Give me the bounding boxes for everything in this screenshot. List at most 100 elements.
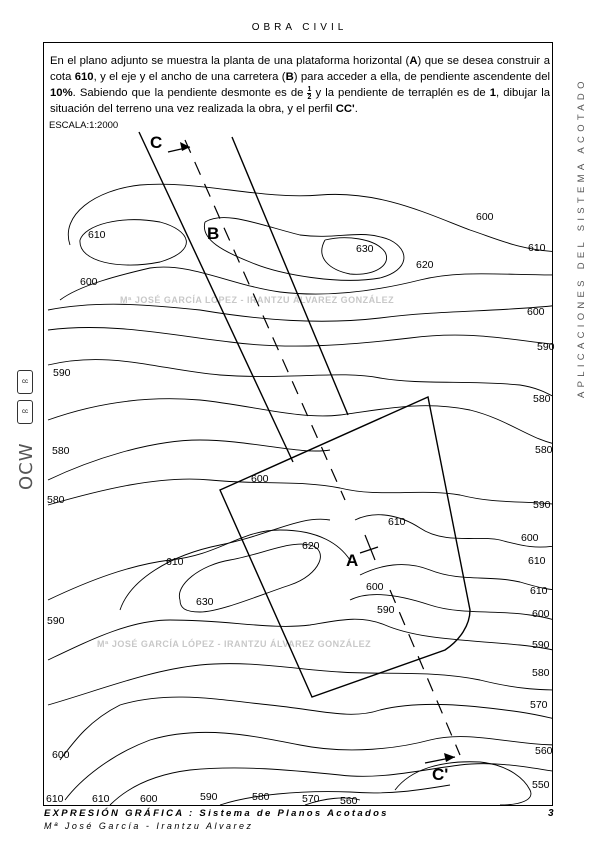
arrow-head-c: [180, 142, 190, 151]
contour-label: 590: [533, 499, 551, 511]
contour-line: [47, 618, 552, 661]
label-section-c: C: [150, 133, 162, 152]
label-section-c2: C': [432, 765, 448, 784]
contour-label: 590: [200, 791, 218, 803]
contour-label: 570: [302, 793, 320, 805]
contour-line: [47, 439, 331, 481]
contour-label: 610: [88, 229, 106, 241]
road-edge-left: [138, 131, 294, 463]
contour-label: 600: [366, 581, 384, 593]
contour-label: 600: [527, 306, 545, 318]
ocw-badge: cc cc OCW: [14, 370, 37, 490]
contour-line: [354, 514, 552, 548]
contour-line: [64, 731, 552, 801]
statement-text: y la pendiente de terraplén es de: [311, 87, 490, 99]
contour-label: 580: [535, 444, 553, 456]
contour-label: 600: [532, 608, 550, 620]
statement-bold: 1: [489, 87, 497, 99]
contour-line: [321, 237, 387, 275]
contour-label: 590: [377, 604, 395, 616]
contour-line: [47, 359, 552, 397]
statement-text: , dibujar la situación del terreno una v…: [50, 87, 551, 115]
contour-label: 590: [532, 639, 550, 651]
contour-label: 610: [530, 585, 548, 597]
contour-label: 590: [47, 615, 65, 627]
problem-statement: En el plano adjunto se muestra la planta…: [50, 53, 550, 117]
statement-bold: 10%: [50, 87, 73, 99]
contour-label: 580: [532, 667, 550, 679]
contour-label: 620: [416, 259, 434, 271]
contour-labels: 600 610 630 620 610 600 600 590 590 580 …: [46, 211, 555, 807]
ocw-logo: OCW: [16, 442, 37, 490]
statement-bold: B: [285, 71, 294, 83]
contour-label: 620: [302, 540, 320, 552]
contour-label: 580: [47, 494, 65, 506]
contour-line: [203, 217, 405, 281]
contour-label: 600: [521, 532, 539, 544]
contour-line: [109, 763, 552, 805]
contour-line: [47, 478, 552, 506]
label-road-b: B: [207, 224, 219, 243]
contour-line: [59, 266, 552, 301]
label-platform-a: A: [346, 551, 358, 570]
contour-line: [79, 219, 187, 266]
contour-label: 590: [53, 367, 71, 379]
statement-text: . Sabiendo que la pendiente desmonte es …: [72, 87, 308, 99]
watermark-text: Mª JOSÉ GARCÍA LÓPEZ - IRANTZU ÁLVAREZ G…: [120, 294, 394, 305]
contour-label: 610: [528, 242, 546, 254]
contour-label: 610: [166, 556, 184, 568]
statement-bold: A: [409, 55, 418, 67]
contour-label: 550: [532, 779, 550, 791]
contour-line: [359, 564, 552, 591]
exercise-frame: En el plano adjunto se muestra la planta…: [43, 42, 553, 806]
contour-line: [59, 696, 552, 761]
cc-license-icon: cc: [17, 400, 33, 424]
contour-label: 560: [340, 795, 358, 807]
contour-label: 600: [476, 211, 494, 223]
fraction-numerator: 1: [307, 85, 312, 94]
contour-label: 600: [140, 793, 158, 805]
statement-bold: 610: [74, 71, 94, 83]
contour-label: 560: [535, 745, 553, 757]
contour-label: 600: [251, 473, 269, 485]
contour-line: [394, 761, 532, 805]
side-title: APLICACIONES DEL SISTEMA ACOTADO: [567, 42, 587, 402]
arrow-head-c2: [444, 753, 455, 762]
statement-text: En el plano adjunto se muestra la planta…: [50, 55, 410, 67]
contour-label: 580: [52, 445, 70, 457]
footer-subject: EXPRESIÓN GRÁFICA : Sistema de Planos Ac…: [44, 808, 389, 819]
contour-label: 610: [46, 793, 64, 805]
contour-label: 630: [356, 243, 374, 255]
contour-line: [47, 663, 552, 706]
contour-line: [47, 398, 552, 444]
contour-label: 610: [528, 555, 546, 567]
contour-line: [47, 529, 351, 601]
statement-text: , y el eje y el ancho de una carretera (: [93, 71, 286, 83]
statement-text: .: [354, 103, 358, 115]
contour-line: [304, 797, 361, 805]
contour-line: [47, 327, 552, 347]
contour-label: 570: [530, 699, 548, 711]
contour-line: [219, 784, 451, 805]
platform-tick: [364, 534, 376, 561]
watermark-text: Mª JOSÉ GARCÍA LÓPEZ - IRANTZU ÁLVAREZ G…: [97, 638, 371, 649]
contour-label: 610: [388, 516, 406, 528]
road-edge-right: [231, 136, 349, 416]
contour-line: [67, 183, 552, 252]
contour-line: [119, 518, 331, 611]
page-number: 3: [548, 808, 554, 819]
page-header: OBRA CIVIL: [251, 22, 348, 33]
contour-label: 580: [252, 791, 270, 803]
statement-text: ) para acceder a ella, de pendiente asce…: [293, 71, 550, 83]
footer-authors: Mª José García - Irantzu Alvarez: [44, 821, 254, 831]
contour-label: 580: [533, 393, 551, 405]
statement-text: ) que se desea construir a cota: [50, 55, 550, 83]
platform-outline: [219, 396, 471, 698]
scale-label: ESCALA:1:2000: [49, 120, 119, 131]
side-title-text: APLICACIONES DEL SISTEMA ACOTADO: [576, 77, 587, 398]
fraction-denominator: 2: [307, 93, 312, 101]
contour-label: 600: [52, 749, 70, 761]
statement-bold: CC': [335, 103, 355, 115]
